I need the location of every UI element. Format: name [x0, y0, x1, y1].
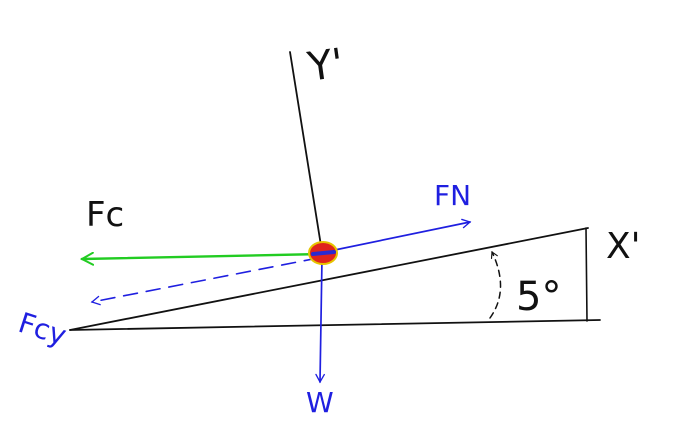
weight-arrow: [315, 257, 325, 384]
incline-hypotenuse: [69, 227, 589, 331]
x-prime-label: X': [606, 226, 641, 267]
force-n-arrow: [324, 218, 472, 253]
incline-base: [69, 319, 601, 331]
force-c-label: Fc: [86, 195, 124, 235]
y-prime-label: Y': [304, 40, 346, 91]
particle-dot: [308, 241, 338, 265]
force-cy-arrow: [90, 257, 319, 306]
y-prime-axis-line: [289, 51, 323, 253]
angle-label: 5°: [516, 274, 561, 320]
force-c-arrow: [82, 254, 324, 259]
force-cy-label: Fcy: [14, 306, 70, 352]
force-n-label: FN: [434, 179, 471, 212]
incline-triangle: [69, 227, 601, 331]
weight-label: W: [306, 386, 334, 419]
incline-height: [585, 227, 588, 322]
angle-arc: [489, 250, 502, 319]
